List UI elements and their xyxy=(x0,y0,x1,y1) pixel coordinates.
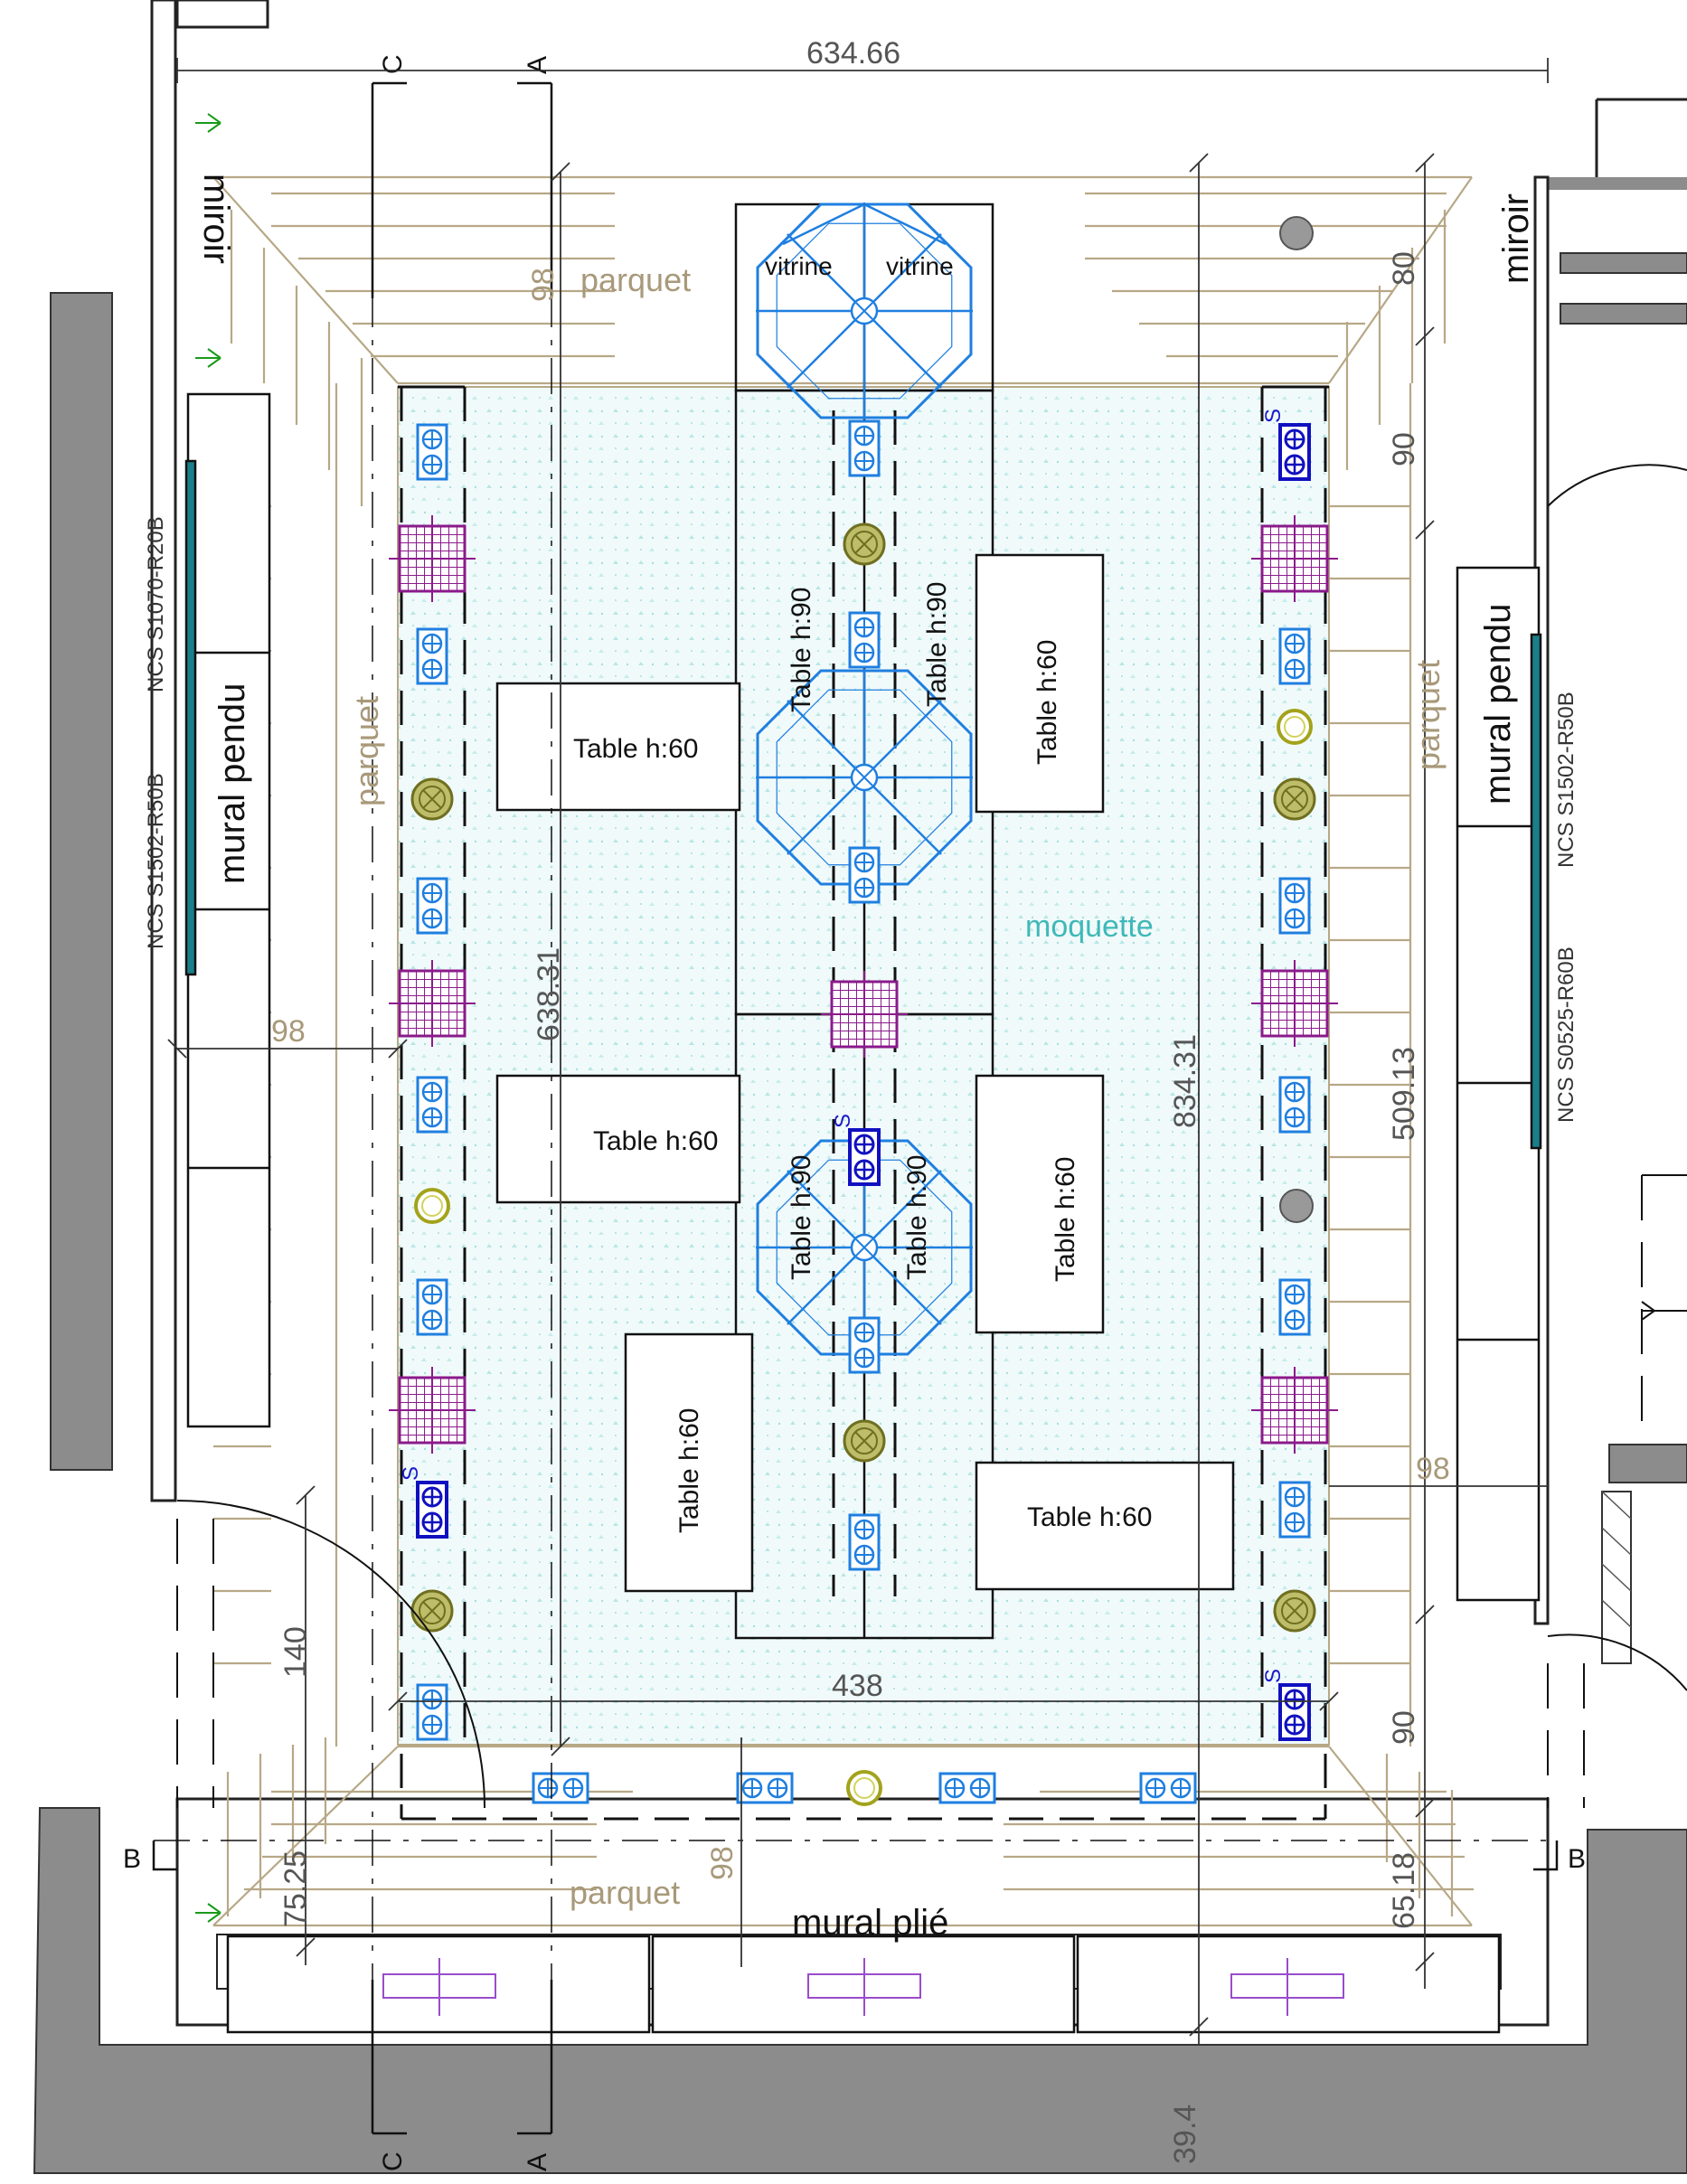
low-tables xyxy=(495,553,1235,1593)
svg-text:A: A xyxy=(523,56,552,74)
bottom-mural xyxy=(226,1935,1501,2034)
svg-text:C: C xyxy=(378,2151,408,2171)
svg-text:634.66: 634.66 xyxy=(806,36,900,71)
material-labels: parquet parquet parquet parquet moquette xyxy=(348,261,1447,1911)
svg-text:98: 98 xyxy=(705,1846,740,1880)
svg-text:miroir: miroir xyxy=(1496,193,1536,284)
ncs-codes: NCS S1070-R20B NCS S1502-R50B NCS S1502-… xyxy=(144,516,1579,1123)
svg-text:S: S xyxy=(1261,1669,1286,1683)
svg-text:75.25: 75.25 xyxy=(278,1850,313,1927)
svg-text:509.13: 509.13 xyxy=(1387,1047,1421,1141)
dimension-labels: 634.66 638.31 834.31 438 509.13 80 90 90… xyxy=(271,36,1450,2164)
section-marks: C A C A B B xyxy=(123,54,1586,2171)
svg-text:mural pendu: mural pendu xyxy=(212,683,252,884)
svg-text:638.31: 638.31 xyxy=(532,947,566,1041)
table-low-left-upper xyxy=(495,682,741,812)
svg-text:S: S xyxy=(831,1114,855,1128)
table-low-left-lower xyxy=(624,1332,754,1593)
svg-text:438: 438 xyxy=(832,1669,883,1703)
display-octagons xyxy=(754,201,975,1358)
svg-text:NCS S1502-R50B: NCS S1502-R50B xyxy=(144,773,168,949)
dimension-lines xyxy=(167,58,1549,2045)
svg-text:NCS S1502-R50B: NCS S1502-R50B xyxy=(1554,692,1579,868)
svg-text:98: 98 xyxy=(271,1014,306,1049)
svg-text:Table h:60: Table h:60 xyxy=(1032,640,1062,765)
svg-text:A: A xyxy=(523,2153,552,2171)
svg-text:Table h:90: Table h:90 xyxy=(787,588,816,712)
svg-text:39.4: 39.4 xyxy=(1168,2104,1202,2164)
svg-text:Table h:60: Table h:60 xyxy=(674,1408,704,1533)
svg-text:98: 98 xyxy=(1416,1452,1450,1486)
svg-text:90: 90 xyxy=(1387,1710,1421,1745)
svg-text:C: C xyxy=(378,54,408,74)
svg-text:NCS S1070-R20B: NCS S1070-R20B xyxy=(144,516,168,692)
svg-text:parquet: parquet xyxy=(348,696,385,806)
svg-text:90: 90 xyxy=(1387,432,1421,466)
svg-text:65.18: 65.18 xyxy=(1387,1852,1421,1929)
socket-rails xyxy=(400,387,1327,1821)
svg-text:140: 140 xyxy=(278,1626,313,1678)
svg-text:Table h:60: Table h:60 xyxy=(593,1126,718,1156)
svg-text:Table h:90: Table h:90 xyxy=(922,582,952,707)
svg-text:parquet: parquet xyxy=(1409,660,1447,770)
wall-labels: miroir miroir mural pendu mural pendu mu… xyxy=(196,174,1536,1943)
svg-text:Table h:90: Table h:90 xyxy=(902,1155,932,1280)
svg-text:parquet: parquet xyxy=(580,261,691,298)
svg-text:80: 80 xyxy=(1387,251,1421,286)
left-mural xyxy=(184,392,271,1428)
svg-text:moquette: moquette xyxy=(1025,909,1154,944)
svg-text:S: S xyxy=(399,1466,423,1481)
svg-text:NCS S0525-R60B: NCS S0525-R60B xyxy=(1554,946,1579,1123)
svg-text:B: B xyxy=(123,1844,141,1874)
svg-text:miroir: miroir xyxy=(196,174,236,264)
svg-text:mural pendu: mural pendu xyxy=(1478,604,1518,805)
svg-text:S: S xyxy=(1261,409,1286,423)
svg-text:parquet: parquet xyxy=(570,1874,680,1911)
svg-text:Table h:60: Table h:60 xyxy=(573,734,698,764)
table-low-right-upper xyxy=(975,553,1105,814)
socket-s-labels: S S S S xyxy=(399,409,1286,1683)
svg-text:B: B xyxy=(1568,1844,1586,1874)
ceiling-lights xyxy=(410,216,1316,1806)
svg-text:Table h:60: Table h:60 xyxy=(1027,1502,1152,1532)
svg-text:vitrine: vitrine xyxy=(765,252,833,280)
svg-text:834.31: 834.31 xyxy=(1168,1034,1202,1128)
furniture-labels: Table h:60 Table h:60 Table h:60 Table h… xyxy=(573,252,1152,1533)
parquet-border xyxy=(212,175,1474,1927)
svg-text:mural plié: mural plié xyxy=(792,1903,948,1943)
right-mural xyxy=(1456,566,1542,1602)
table-low-right-lower xyxy=(975,1461,1235,1591)
svg-text:98: 98 xyxy=(526,268,561,302)
svg-text:Table h:60: Table h:60 xyxy=(1051,1157,1080,1282)
section-lines xyxy=(152,81,1559,2135)
svg-text:vitrine: vitrine xyxy=(886,252,954,280)
table-low-right-middle xyxy=(975,1074,1105,1334)
doors xyxy=(176,113,1687,1923)
svg-text:Table h:90: Table h:90 xyxy=(787,1155,816,1280)
table-low-left-middle xyxy=(495,1074,741,1204)
